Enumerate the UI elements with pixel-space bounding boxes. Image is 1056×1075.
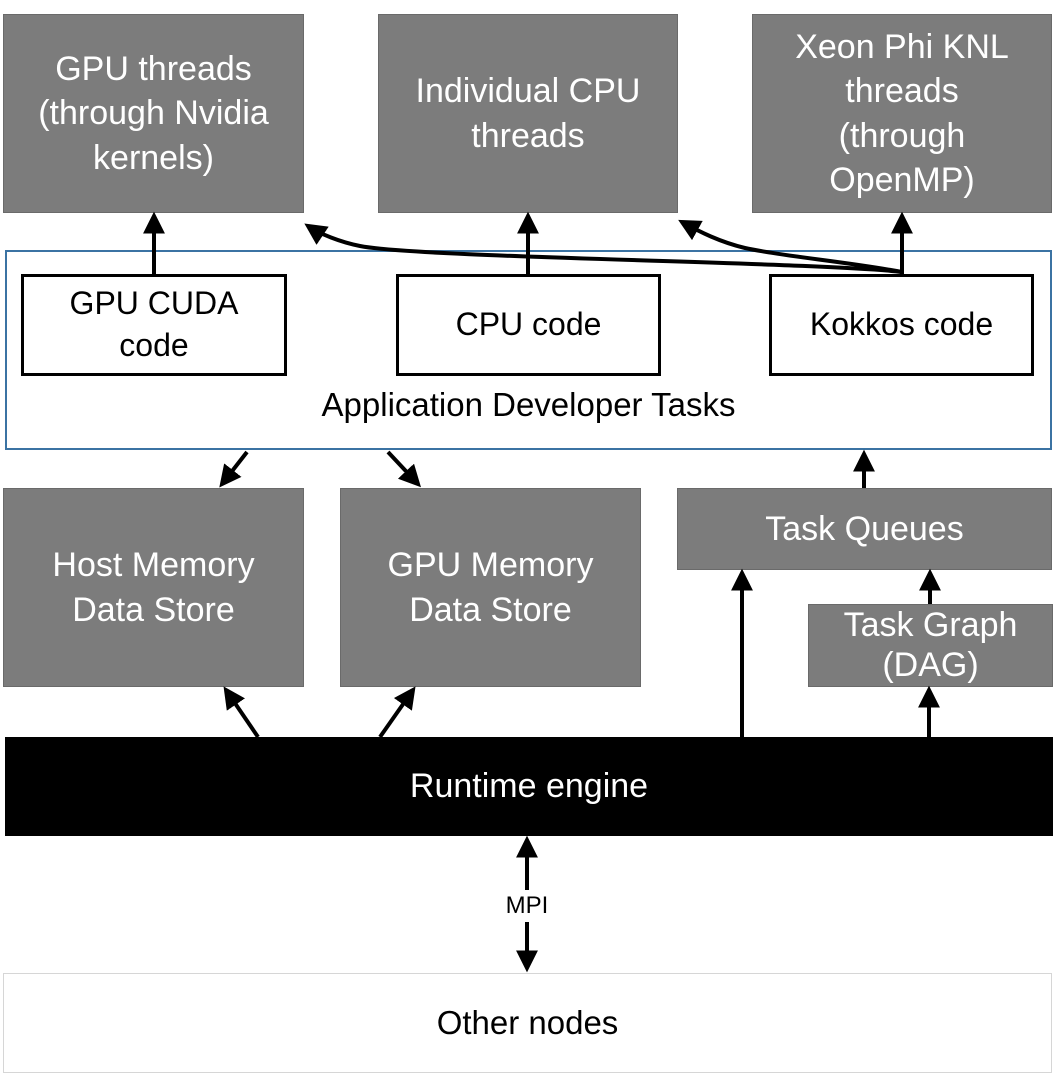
host-memory-data-store: Host Memory Data Store <box>3 488 304 687</box>
xeon-phi-threads-box: Xeon Phi KNL threads (through OpenMP) <box>752 14 1052 213</box>
task-queues-box: Task Queues <box>677 488 1052 570</box>
arrow-app-to-host-store <box>219 450 249 488</box>
gpu-memory-data-store: GPU Memory Data Store <box>340 488 641 687</box>
arrow-runtime-to-host-store <box>223 686 260 739</box>
cpu-threads-box: Individual CPU threads <box>378 14 678 213</box>
arrow-runtime-to-gpu-store <box>378 686 416 739</box>
arrow-kokkos-to-gpu-threads <box>304 223 903 274</box>
application-developer-tasks-label: Application Developer Tasks <box>321 386 736 423</box>
gpu-cuda-code-box: GPU CUDA code <box>21 274 287 376</box>
arrow-app-to-gpu-store <box>386 450 422 488</box>
mpi-label: MPI <box>496 890 558 922</box>
task-graph-box: Task Graph (DAG) <box>808 604 1053 687</box>
gpu-threads-box: GPU threads (through Nvidia kernels) <box>3 14 304 213</box>
runtime-engine-bar: Runtime engine <box>5 737 1053 836</box>
cpu-code-box: CPU code <box>396 274 661 376</box>
other-nodes-box: Other nodes <box>3 973 1052 1073</box>
arrow-kokkos-to-cpu-threads <box>678 219 903 274</box>
kokkos-code-box: Kokkos code <box>769 274 1034 376</box>
